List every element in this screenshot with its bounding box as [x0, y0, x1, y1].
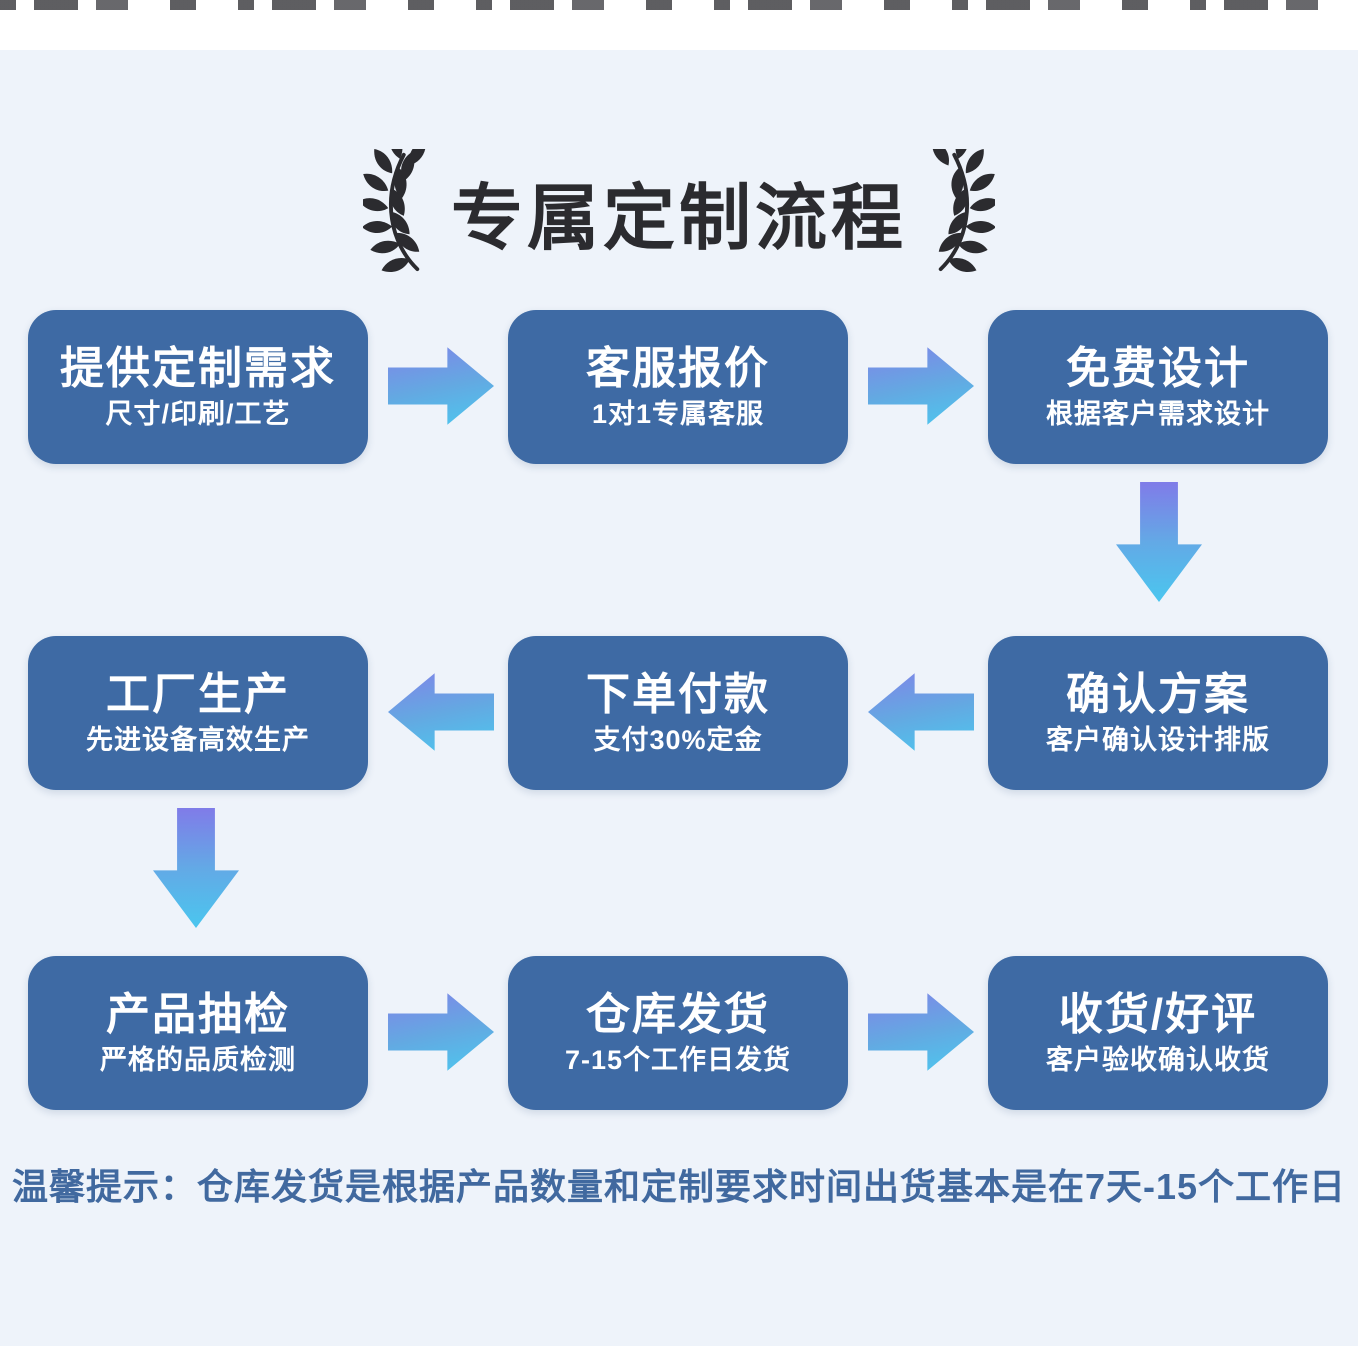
step-title: 提供定制需求 — [60, 343, 336, 393]
step-service-quote-box: 客服报价 1对1专属客服 — [508, 310, 848, 464]
step-subtitle: 客户验收确认收货 — [1046, 1044, 1270, 1075]
step-product-inspection-box: 产品抽检 严格的品质检测 — [28, 956, 368, 1110]
laurel-right-icon — [929, 149, 995, 273]
step-subtitle: 支付30%定金 — [593, 724, 763, 755]
step-free-design-box: 免费设计 根据客户需求设计 — [988, 310, 1328, 464]
step-title: 仓库发货 — [586, 989, 770, 1039]
step-subtitle: 先进设备高效生产 — [86, 724, 310, 755]
step-factory-production-box: 工厂生产 先进设备高效生产 — [28, 636, 368, 790]
step-order-payment-box: 下单付款 支付30%定金 — [508, 636, 848, 790]
step-title: 产品抽检 — [106, 989, 290, 1039]
step-provide-requirements-box: 提供定制需求 尺寸/印刷/工艺 — [28, 310, 368, 464]
step-title: 客服报价 — [586, 343, 770, 393]
cropped-text-remnant — [0, 0, 1358, 10]
step-subtitle: 客户确认设计排版 — [1046, 724, 1270, 755]
title-row: 专属定制流程 — [0, 148, 1358, 274]
step-subtitle: 严格的品质检测 — [100, 1044, 296, 1075]
step-title: 免费设计 — [1066, 343, 1250, 393]
laurel-left-icon — [362, 149, 429, 273]
step-warehouse-shipping-box: 仓库发货 7-15个工作日发货 — [508, 956, 848, 1110]
step-subtitle: 尺寸/印刷/工艺 — [105, 398, 291, 429]
shipping-tip-note: 温馨提示：仓库发货是根据产品数量和定制要求时间出货基本是在7天-15个工作日 — [11, 1166, 1347, 1207]
step-subtitle: 7-15个工作日发货 — [564, 1044, 792, 1075]
step-title: 收货/好评 — [1058, 989, 1258, 1039]
page-title: 专属定制流程 — [450, 178, 907, 259]
step-title: 下单付款 — [586, 669, 770, 719]
step-title: 确认方案 — [1066, 669, 1250, 719]
step-title: 工厂生产 — [106, 669, 290, 719]
step-subtitle: 根据客户需求设计 — [1046, 398, 1270, 429]
step-subtitle: 1对1专属客服 — [591, 398, 765, 429]
step-confirm-plan-box: 确认方案 客户确认设计排版 — [988, 636, 1328, 790]
step-receive-review-box: 收货/好评 客户验收确认收货 — [988, 956, 1328, 1110]
